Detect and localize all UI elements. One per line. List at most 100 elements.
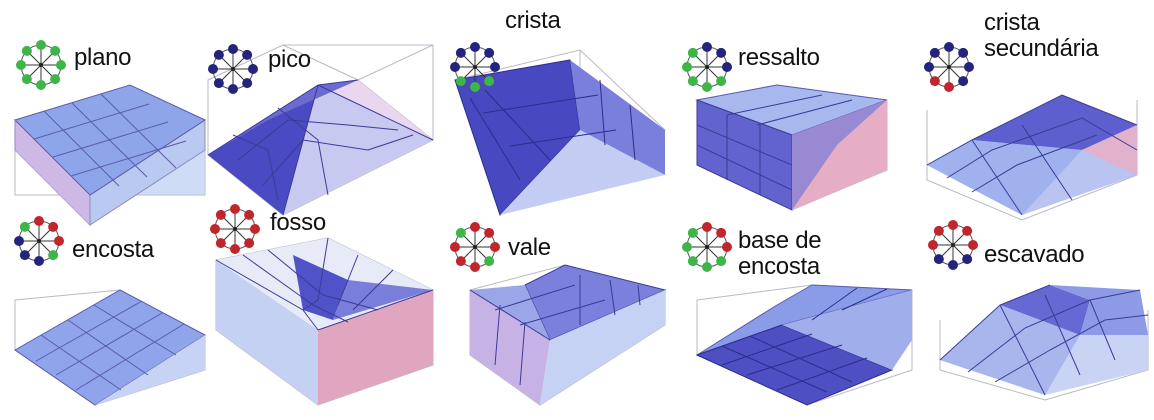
neighbor-dot bbox=[455, 227, 466, 238]
neighbor-dot bbox=[716, 227, 727, 238]
neighbor-dot bbox=[230, 244, 240, 254]
neighbor-dot bbox=[34, 216, 44, 226]
neighbor-dot bbox=[36, 40, 46, 50]
neighbor-dot bbox=[933, 254, 944, 265]
neighbor-dot bbox=[702, 262, 712, 272]
neighbor-dot bbox=[924, 62, 934, 72]
neighbor-dot bbox=[702, 82, 712, 92]
neighbor-dot bbox=[687, 76, 698, 87]
neighborhood-icon bbox=[924, 42, 974, 92]
vale-surface bbox=[469, 264, 667, 406]
neighbor-dot bbox=[21, 45, 32, 56]
neighbor-dot bbox=[455, 76, 466, 87]
neighbor-dot bbox=[215, 209, 226, 220]
landform-crista-secundaria bbox=[912, 0, 1142, 221]
neighbor-dot bbox=[702, 222, 712, 232]
neighbor-dot bbox=[208, 64, 218, 74]
neighbor-dot bbox=[16, 60, 26, 70]
neighbor-dot bbox=[484, 227, 495, 238]
ressalto-surface bbox=[695, 84, 888, 211]
neighbor-dot bbox=[968, 240, 978, 250]
neighborhood-icon bbox=[450, 222, 500, 272]
neighborhood-icon bbox=[682, 222, 732, 272]
neighbor-dot bbox=[215, 238, 226, 249]
neighbor-dot bbox=[484, 256, 495, 267]
neighborhood-icon bbox=[14, 216, 64, 266]
neighbor-dot bbox=[964, 62, 974, 72]
landform-plano bbox=[0, 0, 230, 227]
neighbor-dot bbox=[54, 236, 64, 246]
neighbor-dot bbox=[21, 74, 32, 85]
neighbor-dot bbox=[56, 60, 66, 70]
landform-vale bbox=[440, 210, 670, 410]
neighborhood-icon bbox=[210, 204, 260, 254]
neighbor-dot bbox=[213, 49, 224, 60]
neighbor-dot bbox=[230, 204, 240, 214]
neighbor-dot bbox=[962, 225, 973, 236]
landform-crista bbox=[440, 0, 670, 216]
neighbor-dot bbox=[958, 76, 969, 87]
plano-surface bbox=[14, 84, 207, 227]
neighbor-dot bbox=[687, 227, 698, 238]
pico-surface bbox=[207, 44, 434, 216]
neighbor-dot bbox=[14, 236, 24, 246]
neighbor-dot bbox=[242, 78, 253, 89]
landform-fosso bbox=[208, 210, 438, 410]
neighbor-dot bbox=[455, 256, 466, 267]
landform-label: pico bbox=[268, 47, 311, 73]
encosta-surface bbox=[14, 289, 206, 406]
neighbor-dot bbox=[228, 44, 238, 54]
neighbor-dot bbox=[933, 225, 944, 236]
neighbor-dot bbox=[944, 82, 954, 92]
neighbor-dot bbox=[470, 82, 480, 92]
neighbor-dot bbox=[242, 49, 253, 60]
neighbor-dot bbox=[716, 47, 727, 58]
neighbor-dot bbox=[687, 256, 698, 267]
neighbor-dot bbox=[687, 47, 698, 58]
neighbor-dot bbox=[929, 76, 940, 87]
neighbor-dot bbox=[450, 62, 460, 72]
landform-label-line1: pico bbox=[268, 46, 311, 73]
neighbor-dot bbox=[490, 62, 500, 72]
neighborhood-icon bbox=[450, 42, 500, 92]
neighbor-dot bbox=[722, 242, 732, 252]
neighbor-dot bbox=[716, 256, 727, 267]
fosso-surface bbox=[215, 237, 434, 406]
crista-surface bbox=[454, 49, 666, 216]
neighbor-dot bbox=[944, 42, 954, 52]
neighbor-dot bbox=[244, 238, 255, 249]
neighbor-dot bbox=[484, 76, 495, 87]
neighbor-dot bbox=[36, 80, 46, 90]
neighbor-dot bbox=[682, 62, 692, 72]
neighbor-dot bbox=[484, 47, 495, 58]
landform-label-line1: fosso bbox=[270, 209, 326, 236]
landform-label-line1: crista bbox=[505, 7, 561, 34]
neighborhood-icon bbox=[16, 40, 66, 90]
landform-label: encosta bbox=[72, 237, 154, 263]
neighbor-dot bbox=[722, 62, 732, 72]
neighbor-dot bbox=[34, 256, 44, 266]
neighbor-dot bbox=[490, 242, 500, 252]
neighbor-dot bbox=[929, 47, 940, 58]
neighbor-dot bbox=[250, 224, 260, 234]
neighborhood-icon bbox=[208, 44, 258, 94]
landform-label-line1: encosta bbox=[72, 236, 154, 263]
neighbor-dot bbox=[228, 84, 238, 94]
landform-escavado bbox=[930, 210, 1154, 410]
crista-secundaria-surface bbox=[926, 94, 1138, 221]
landform-label-line1: base de bbox=[738, 227, 822, 254]
neighbor-dot bbox=[48, 221, 59, 232]
neighbor-dot bbox=[948, 260, 958, 270]
neighbor-dot bbox=[928, 240, 938, 250]
landform-label-line2: encosta bbox=[738, 253, 820, 280]
landform-label-line1: crista bbox=[984, 9, 1040, 36]
neighbor-dot bbox=[244, 209, 255, 220]
landform-pico bbox=[207, 0, 438, 216]
landform-label-line2: secundária bbox=[984, 35, 1099, 62]
neighbor-dot bbox=[213, 78, 224, 89]
neighbor-dot bbox=[50, 45, 61, 56]
neighbor-dot bbox=[455, 47, 466, 58]
